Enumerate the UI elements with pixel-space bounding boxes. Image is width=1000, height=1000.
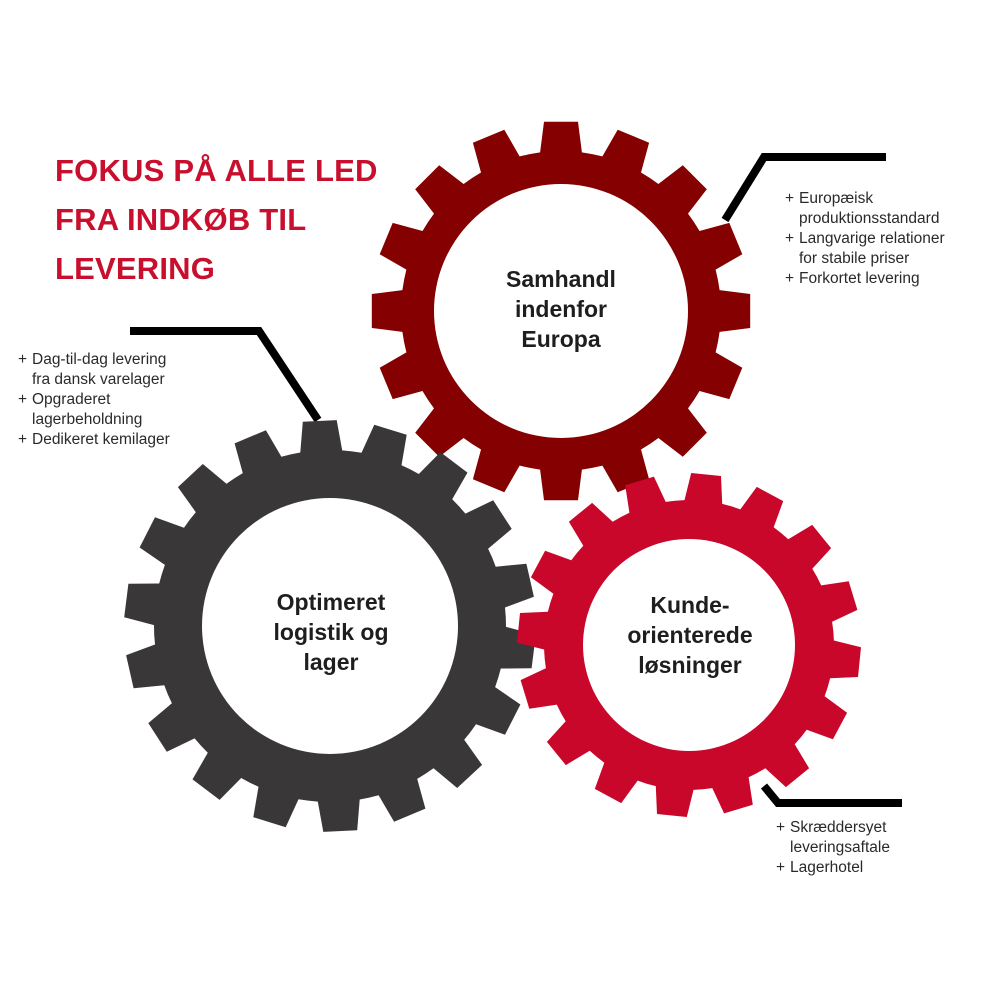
bullet-item: +Dedikeret kemilager [18, 431, 170, 448]
connector-line-customer [760, 783, 902, 807]
gear-logistics-label: Optimeret logistik og lager [274, 587, 389, 677]
label-line: indenfor [514, 296, 607, 322]
gear-europe-label: Samhandl indenfor Europa [506, 264, 616, 354]
label-line: Europa [521, 326, 601, 352]
connector-line-europe [721, 153, 886, 223]
bullet-item: +Lagerhotel [776, 859, 864, 876]
gear-customer-label: Kunde- orienterede løsninger [627, 590, 752, 680]
title-line: LEVERING [55, 251, 216, 286]
label-line: Kunde- [650, 592, 730, 618]
title-line: FOKUS PÅ ALLE LED [55, 153, 378, 188]
label-line: logistik og [273, 619, 389, 645]
label-line: orienterede [627, 622, 753, 648]
title-line: FRA INDKØB TIL [55, 202, 307, 237]
page-title: FOKUS PÅ ALLE LED FRA INDKØB TIL LEVERIN… [55, 146, 378, 293]
connector-line-logistics [130, 327, 322, 423]
label-line: Optimeret [276, 589, 386, 615]
label-line: Samhandl [506, 266, 616, 292]
bullet-item: +Forkortet levering [785, 270, 920, 287]
label-line: løsninger [638, 652, 742, 678]
gear-customer-hub [583, 539, 795, 751]
gear-europe-hub [434, 184, 688, 438]
gear-logistics-hub [202, 498, 458, 754]
label-line: lager [303, 649, 359, 675]
